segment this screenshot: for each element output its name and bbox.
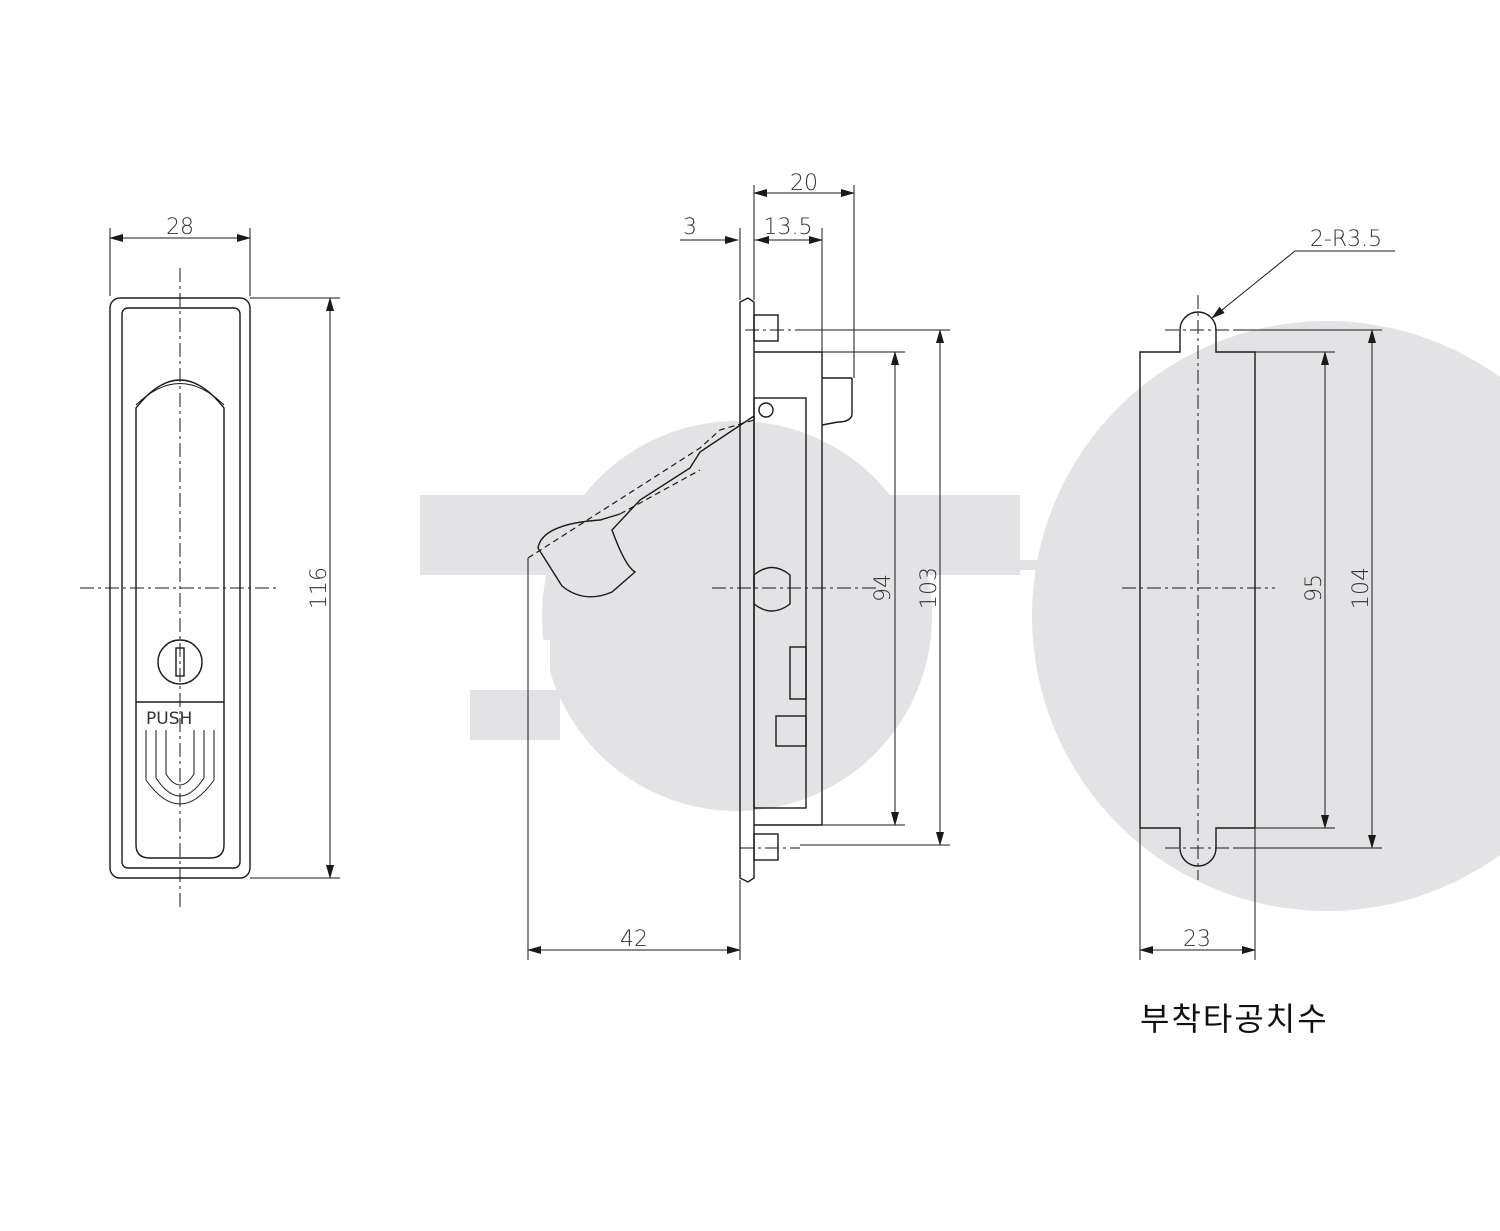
side-body-depth-dimension: 13.5 — [755, 215, 823, 352]
side-handle-reach-dimension: 42 — [527, 558, 741, 960]
cutout-inner-height-label: 95 — [1302, 574, 1327, 602]
side-inner-height-label: 94 — [871, 574, 896, 602]
cutout-outer-height-label: 104 — [1349, 567, 1374, 609]
side-depth-dimension: 20 — [753, 171, 855, 378]
cutout-radius-label: 2-R3.5 — [1310, 227, 1382, 252]
push-label: PUSH — [146, 709, 192, 729]
side-depth-total-label: 20 — [790, 171, 818, 196]
front-view: PUSH — [80, 268, 280, 910]
side-outer-height-label: 103 — [917, 567, 942, 609]
cutout-outer-height-dimension: 104 — [1235, 329, 1382, 849]
front-width-label: 28 — [166, 215, 194, 240]
front-height-label: 116 — [307, 567, 332, 609]
cutout-caption: 부착타공치수 — [1140, 1000, 1329, 1038]
front-height-dimension: 116 — [250, 297, 340, 879]
cutout-radius-callout: 2-R3.5 — [1211, 227, 1395, 319]
side-body-depth-label: 13.5 — [764, 215, 813, 240]
cutout-inner-height-dimension: 95 — [1255, 351, 1335, 829]
side-handle-reach-label: 42 — [620, 927, 648, 952]
side-inner-height-dimension: 94 — [822, 351, 905, 826]
side-view — [527, 297, 880, 883]
cutout-width-label: 23 — [1183, 927, 1211, 952]
push-symbol-icon — [145, 730, 215, 805]
side-outer-height-dimension: 103 — [800, 329, 950, 846]
side-flange-label: 3 — [683, 215, 697, 240]
front-width-dimension: 28 — [109, 215, 251, 296]
watermark-logo — [420, 321, 1500, 911]
cutout-width-dimension: 23 — [1139, 828, 1256, 960]
